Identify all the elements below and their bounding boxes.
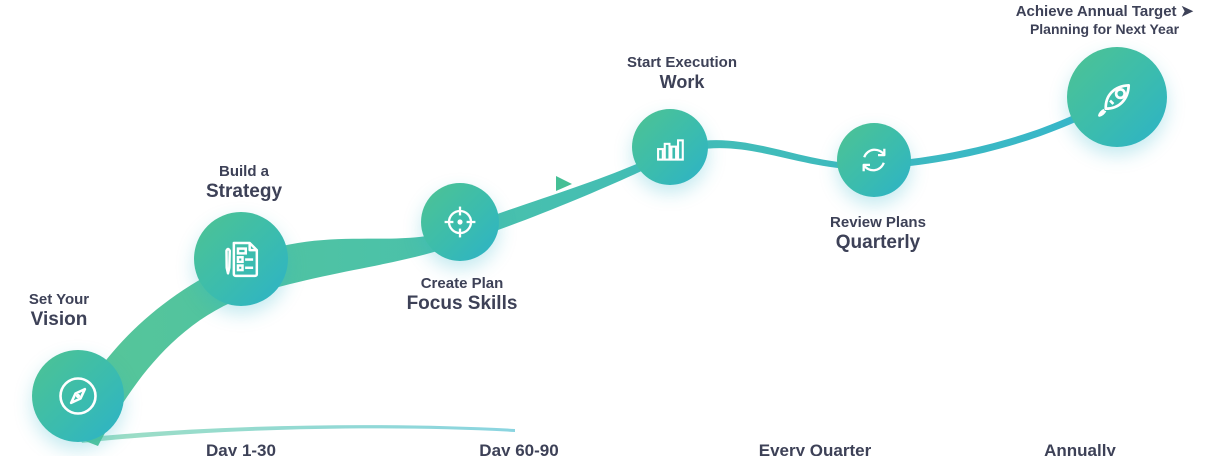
connector-tail [80,425,515,443]
step-label-6-line1: Achieve Annual Target ➤ [1015,3,1194,20]
timeline-label-day-1-30: Day 1-30 [206,441,276,456]
step-label-2-line1: Build a [218,163,269,180]
step-label-6-line2: Planning for Next Year [1029,20,1180,37]
timeline-label-day-60-90: Day 60-90 [479,441,559,456]
timeline-label-annually: Annually [1044,441,1116,456]
step-node-4 [632,109,708,185]
bar-chart-icon [657,139,684,161]
step-node-1 [32,350,124,442]
step-label-1-line2: Vision [30,308,88,330]
step-label-1-line1: Set Your [28,291,90,308]
step-label-3-line2: Focus Skills [406,292,518,314]
step-label-4: Start Execution Work [612,54,752,93]
timeline-label-every-quarter: Every Quarter [758,441,872,456]
target-icon [444,206,476,238]
connector-arrowhead [556,176,572,191]
step-label-2-line2: Strategy [205,180,283,202]
step-label-6: Achieve Annual Target ➤ Planning for Nex… [1002,3,1207,37]
compass-icon [59,377,97,415]
step-label-2: Build a Strategy [185,163,303,203]
step-node-2 [194,212,288,306]
step-label-1: Set Your Vision [0,291,118,331]
step-label-5-line2: Quarterly [835,231,921,253]
step-label-3-line1: Create Plan [420,275,504,292]
step-node-6 [1067,47,1167,147]
step-node-3 [421,183,499,261]
step-label-5: Review Plans Quarterly [808,214,948,254]
refresh-icon [862,148,886,172]
step-node-5 [837,123,911,197]
step-label-5-line1: Review Plans [830,214,926,231]
rocket-icon [1098,83,1131,117]
step-label-4-line2: Work [659,71,705,92]
checklist-icon [225,241,259,278]
step-label-4-line1: Start Execution [626,54,738,71]
step-label-3: Create Plan Focus Skills [392,275,532,315]
